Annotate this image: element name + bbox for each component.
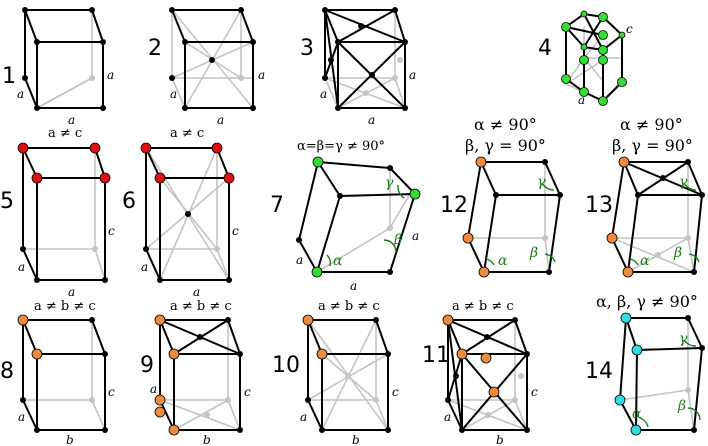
lattice-7-rhombohedral: α=β=γ ≠ 90° 7 α β γ a a a [270,139,421,293]
angle-label-beta: β [529,245,538,261]
edge-label-a: a [350,279,357,293]
lattice-10-condition: a ≠ b ≠ c [318,299,380,314]
edge-label-a: a [17,87,24,101]
lattice-12-simple-monoclinic: α ≠ 90° β, γ = 90° 12 α β γ [440,115,563,278]
lattice-7-number: 7 [270,193,284,218]
edge-label-a: a [150,382,157,396]
edge-label-a: a [141,260,148,274]
edge-label-a: a [258,68,265,82]
edge-label-a: a [578,93,585,107]
lattice-5-simple-tetragonal: a ≠ c 5 a c a [0,126,115,299]
lattice-5-number: 5 [0,189,14,214]
lattice-8-condition: a ≠ b ≠ c [34,299,96,314]
lattice-13-condition-line-1: α ≠ 90° [620,115,683,134]
edge-label-c: c [244,385,251,399]
edge-label-b: b [66,433,74,446]
angle-label-gamma: γ [679,331,688,347]
edge-label-c: c [232,224,239,238]
lattice-8-number: 8 [0,359,14,384]
edge-label-a: a [170,87,177,101]
edge-label-a: a [217,113,224,127]
angle-label-gamma: γ [679,174,688,190]
angle-label-gamma: γ [537,174,546,190]
lattice-14-condition: α, β, γ ≠ 90° [596,292,698,311]
lattice-6-body-centered-tetragonal: a ≠ c 6 a c a [122,126,239,299]
lattice-8-simple-orthorhombic: a ≠ b ≠ c 8 a c b [0,299,115,446]
edge-label-a: a [368,113,375,127]
lattice-3-face-centered-cubic: 3 a a a [300,7,416,127]
edge-label-c: c [108,385,115,399]
lattice-13-number: 13 [585,193,613,218]
edge-label-a: a [300,410,307,424]
edge-label-b: b [496,433,504,446]
lattice-3-number: 3 [300,36,314,61]
angle-label-alpha: α [333,253,343,269]
edge-label-a: a [18,260,25,274]
edge-label-c: c [531,385,538,399]
edge-label-a: a [107,68,114,82]
angle-label-alpha: α [632,406,642,422]
edge-label-c: c [392,385,399,399]
lattice-7-condition: α=β=γ ≠ 90° [297,139,385,154]
lattice-13-base-centered-monoclinic: α ≠ 90° β, γ = 90° 13 α β γ [585,115,705,278]
lattice-9-base-centered-orthorhombic: a ≠ b ≠ c 9 a c b [140,299,251,446]
lattice-2-number: 2 [148,36,162,61]
edge-label-c: c [108,224,115,238]
angle-label-alpha: α [640,253,650,269]
edge-label-a: a [444,410,451,424]
edge-label-b: b [203,433,211,446]
lattice-10-body-centered-orthorhombic: a ≠ b ≠ c 10 a c b [272,299,399,446]
edge-label-a: a [68,285,75,299]
angle-label-gamma: γ [385,175,394,191]
edge-label-a: a [68,113,75,127]
edge-label-a: a [412,229,419,243]
angle-label-alpha: α [498,253,508,269]
edge-label-a: a [296,253,303,267]
angle-label-beta: β [673,245,682,261]
lattice-4-hexagonal: 4 c a [538,10,633,107]
edge-label-a: a [409,68,416,82]
lattice-14-triclinic: α, β, γ ≠ 90° 14 α β γ [585,292,705,436]
lattice-4-number: 4 [538,36,552,61]
lattice-11-number: 11 [422,343,450,368]
edge-label-b: b [352,433,360,446]
lattice-12-condition-line-2: β, γ = 90° [465,136,546,155]
lattice-1-number: 1 [2,64,16,89]
lattice-1-simple-cubic: 1 a a a [2,7,114,127]
lattice-5-condition: a ≠ c [48,126,82,141]
angle-label-beta: β [393,232,402,248]
lattice-9-number: 9 [140,353,154,378]
lattice-2-body-centered-cubic: 2 a a a [148,7,265,127]
lattice-11-face-centered-orthorhombic: a ≠ b ≠ c 11 a c b [422,299,538,446]
edge-label-c: c [626,22,633,36]
lattice-6-condition: a ≠ c [170,126,204,141]
edge-label-a: a [320,87,327,101]
lattice-9-condition: a ≠ b ≠ c [170,299,232,314]
edge-label-a: a [18,410,25,424]
lattice-14-number: 14 [585,359,613,384]
lattice-11-condition: a ≠ b ≠ c [452,299,514,314]
lattice-12-number: 12 [440,193,468,218]
edge-label-a: a [193,285,200,299]
lattice-6-number: 6 [122,189,136,214]
lattice-12-condition-line-1: α ≠ 90° [474,115,537,134]
lattice-13-condition-line-2: β, γ = 90° [612,136,693,155]
lattice-10-number: 10 [272,353,300,378]
angle-label-beta: β [677,398,686,414]
